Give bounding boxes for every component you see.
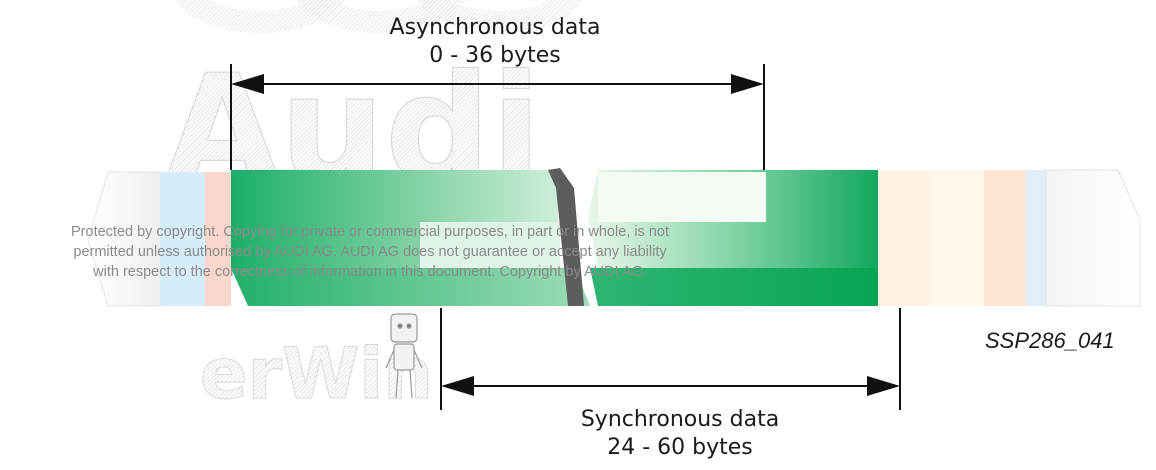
async-dimension — [230, 64, 765, 170]
ghost-frame-left — [87, 171, 231, 307]
frame-segment-left — [231, 168, 590, 306]
audi-wordmark: Audi — [165, 43, 542, 215]
figure-id: SSP286_041 — [985, 328, 1115, 353]
mascot-figure — [385, 313, 423, 399]
watermark-line-3: with respect to the correctness of infor… — [93, 264, 647, 280]
sync-title: Synchronous data — [580, 407, 780, 432]
async-data-label: Asynchronous data 0 - 36 bytes — [330, 14, 660, 70]
ghost-frame-right — [878, 169, 1141, 307]
sync-dimension — [440, 308, 901, 410]
async-title: Asynchronous data — [389, 15, 601, 40]
sync-range: 24 - 60 bytes — [607, 435, 753, 460]
watermark-line-1: Protected by copyright. Copying for priv… — [71, 224, 669, 240]
frame-segment-right — [588, 170, 900, 306]
audi-rings-logo — [176, 0, 584, 33]
watermark-line-2: permitted unless authorised by AUDI AG. … — [73, 244, 667, 260]
copyright-watermark: Protected by copyright. Copying for priv… — [0, 222, 740, 282]
sync-data-label: Synchronous data 24 - 60 bytes — [520, 406, 840, 462]
async-range: 0 - 36 bytes — [429, 43, 561, 68]
